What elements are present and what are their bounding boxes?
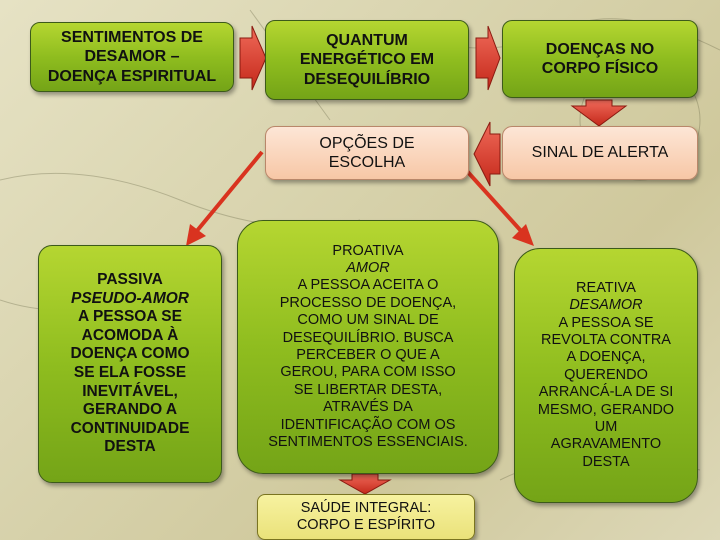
box-sinal-de-alerta: SINAL DE ALERTA [502,126,698,180]
arrow-down-2 [340,474,390,494]
arrow-right-1 [240,26,266,90]
box-opcoes-de-escolha: OPÇÕES DE ESCOLHA [265,126,469,180]
arrow-right-2 [476,26,500,90]
box-doencas-corpo-fisico: DOENÇAS NO CORPO FÍSICO [502,20,698,98]
box-proativa: PROATIVA AMOR A PESSOA ACEITA O PROCESSO… [237,220,499,474]
arrow-down-1 [572,100,626,126]
arrow-diag-left-line [196,152,262,232]
arrow-left-1 [474,122,500,186]
box-saude-integral: SAÚDE INTEGRAL: CORPO E ESPÍRITO [257,494,475,540]
box-reativa: REATIVA DESAMOR A PESSOA SE REVOLTA CONT… [514,248,698,503]
box-passiva: PASSIVA PSEUDO-AMOR A PESSOA SE ACOMODA … [38,245,222,483]
box-sentimentos-de-desamor: SENTIMENTOS DE DESAMOR – DOENÇA ESPIRITU… [30,22,234,92]
box-quantum-energetico: QUANTUM ENERGÉTICO EM DESEQUILÍBRIO [265,20,469,100]
arrow-diag-left-head [186,224,206,246]
